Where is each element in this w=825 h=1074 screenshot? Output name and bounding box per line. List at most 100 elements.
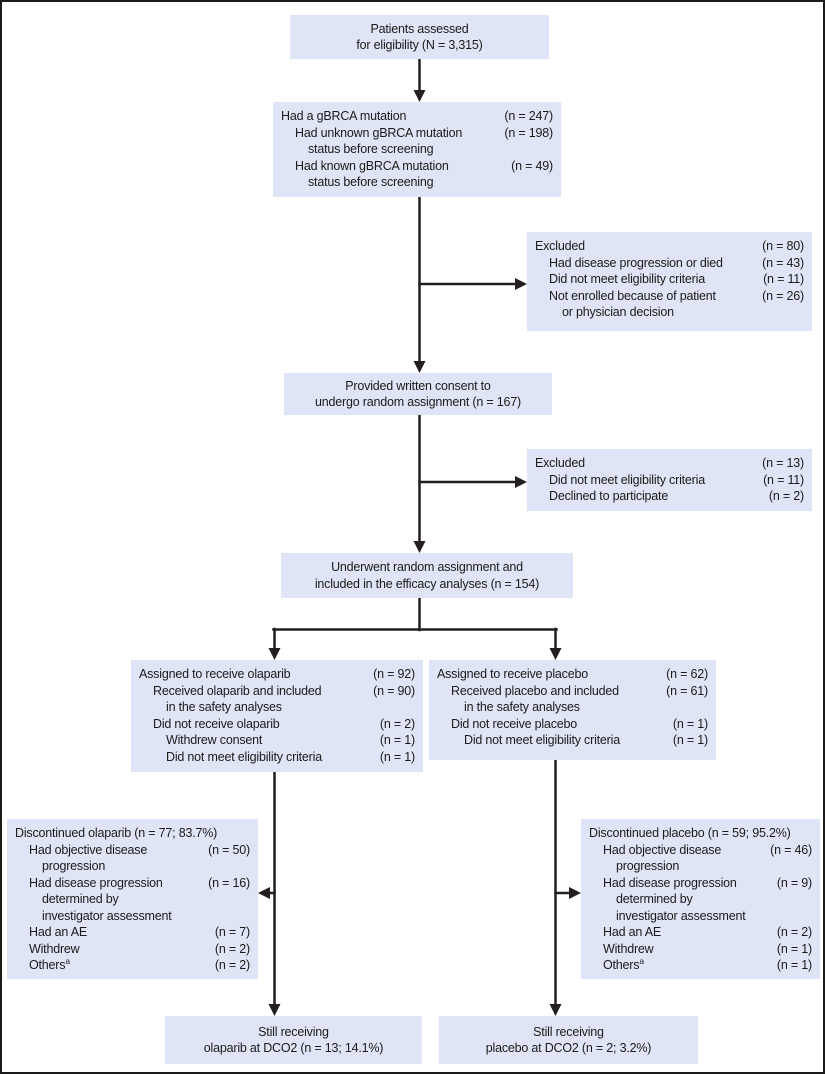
flow-row: Had known gBRCA mutation(n = 49) (281, 158, 553, 175)
row-count: (n = 13) (762, 456, 804, 470)
row-count: (n = 11) (763, 472, 804, 487)
row-label: determined by (42, 892, 119, 906)
flow-row: Othersa (n = 1) (589, 957, 812, 974)
arrow-down-icon (268, 1004, 281, 1016)
row-count: (n = 61) (666, 683, 708, 698)
arrow-down-icon (549, 648, 562, 660)
row-label: Did not meet eligibility criteria (549, 472, 705, 487)
box-excluded-prescreening: Excluded(n = 80) Had disease progression… (527, 232, 812, 331)
box-discontinued-olaparib: Discontinued olaparib (n = 77; 83.7%) Ha… (7, 819, 258, 979)
box-assigned-placebo: Assigned to receive placebo(n = 62) Rece… (429, 660, 716, 760)
row-label: Discontinued olaparib (n = 77; 83.7%) (15, 826, 218, 840)
row-label: Discontinued placebo (n = 59; 95.2%) (589, 826, 791, 840)
flow-row: investigator assessment (15, 908, 250, 925)
flow-row: Excluded (n = 80) (535, 238, 804, 255)
box-still-receiving-placebo: Still receiving placebo at DCO2 (n = 2; … (439, 1016, 698, 1064)
row-count: (n = 80) (762, 239, 804, 253)
row-label: Assigned to receive olaparib (139, 667, 291, 681)
row-label: Othersa (589, 957, 644, 974)
box-text-line: undergo random assignment (n = 167) (315, 395, 521, 409)
row-label: Had an AE (29, 925, 87, 939)
flow-row: Assigned to receive olaparib(n = 92) (139, 666, 415, 683)
footnote-marker: a (65, 955, 71, 966)
box-text-line: olaparib at DCO2 (n = 13; 14.1%) (203, 1041, 384, 1055)
row-label: Had objective disease (29, 842, 148, 857)
row-label: Withdrew (29, 941, 80, 956)
row-label: determined by (616, 892, 693, 906)
row-count: (n = 26) (762, 288, 804, 303)
flow-row: Withdrew(n = 2) (15, 941, 250, 958)
row-label: in the safety analyses (464, 700, 580, 714)
row-label: Received olaparib and included (153, 683, 322, 698)
flow-row: Had an AE (n = 7) (15, 924, 250, 941)
flow-row: status before screening (281, 141, 553, 158)
arrow-down-icon (413, 541, 426, 553)
row-label: Had disease progression (29, 875, 163, 890)
flow-row: determined by (589, 891, 812, 908)
flow-row: Assigned to receive placebo(n = 62) (437, 666, 708, 683)
box-excluded-preassignment: Excluded (n = 13) Did not meet eligibilit… (527, 449, 812, 511)
row-label: Did not receive placebo (451, 716, 578, 731)
box-discontinued-placebo: Discontinued placebo (n = 59; 95.2%) Had… (581, 819, 820, 979)
box-random-assignment: Underwent random assignment and included… (281, 553, 573, 598)
flow-row: status before screening (281, 174, 553, 191)
flow-row: investigator assessment (589, 908, 812, 925)
box-text-line: for eligibility (N = 3,315) (356, 38, 483, 52)
flow-row: Discontinued olaparib (n = 77; 83.7%) (15, 825, 250, 842)
row-label: Had disease progression (603, 875, 737, 890)
row-label: status before screening (308, 175, 434, 189)
row-count: (n = 1) (672, 733, 708, 747)
row-count: (n = 2) (214, 958, 250, 972)
flow-row: Excluded (n = 13) (535, 455, 804, 472)
row-count: (n = 1) (672, 716, 708, 731)
row-count: (n = 11) (763, 272, 804, 286)
row-label: Did not meet eligibility criteria (166, 749, 322, 764)
row-label: Not enrolled because of patient (549, 288, 716, 303)
flow-row: Othersa (n = 2) (15, 957, 250, 974)
row-count: (n = 16) (208, 875, 250, 890)
flow-row: Had an AE(n = 2) (589, 924, 812, 941)
row-label: Had objective disease (603, 842, 722, 857)
row-label: Did not meet eligibility criteria (549, 272, 705, 286)
flow-row: Withdrew consent(n = 1) (139, 732, 415, 749)
flow-row: Did not meet eligibility criteria(n = 1) (437, 732, 708, 749)
row-count: (n = 247) (504, 109, 553, 123)
row-label: Had unknown gBRCA mutation (295, 125, 463, 140)
row-count: (n = 2) (768, 489, 804, 503)
box-still-receiving-olaparib: Still receiving olaparib at DCO2 (n = 13… (165, 1016, 422, 1064)
row-label-text: Others (29, 958, 66, 972)
arrow-down-icon (413, 90, 426, 102)
row-count: (n = 1) (776, 958, 812, 972)
box-text-line: Provided written consent to (345, 378, 491, 393)
flow-row: in the safety analyses (437, 699, 708, 716)
box-text-line: Still receiving (258, 1024, 329, 1039)
row-label: Excluded (535, 239, 585, 253)
row-label: Received placebo and included (451, 683, 619, 698)
flow-row: Had unknown gBRCA mutation(n = 198) (281, 125, 553, 142)
row-label: Othersa (15, 957, 70, 974)
row-label: in the safety analyses (166, 700, 282, 714)
flow-row: Did not meet eligibility criteria (n = 11… (535, 271, 804, 288)
box-gbrca-mutation: Had a gBRCA mutation(n = 247) Had unknow… (273, 102, 561, 197)
row-count: (n = 9) (776, 875, 812, 890)
row-label: progression (42, 859, 106, 873)
row-count: (n = 7) (214, 925, 250, 939)
row-count: (n = 1) (379, 749, 415, 764)
arrow-left-icon (258, 887, 270, 899)
row-count: (n = 49) (511, 158, 553, 173)
box-written-consent: Provided written consent to undergo rand… (284, 373, 552, 415)
row-label: investigator assessment (42, 908, 172, 923)
footnote-marker: a (639, 955, 645, 966)
row-label: Excluded (535, 456, 585, 470)
flow-row: Had a gBRCA mutation(n = 247) (281, 108, 553, 125)
flow-row: Had disease progression (n = 9) (589, 875, 812, 892)
flow-row: Received placebo and included (n = 61) (437, 683, 708, 700)
box-patients-assessed: Patients assessed for eligibility (N = 3… (290, 15, 549, 59)
arrow-right-icon (515, 278, 527, 290)
flow-row: Withdrew(n = 1) (589, 941, 812, 958)
flow-row: Declined to participate(n = 2) (535, 488, 804, 505)
row-label: progression (616, 859, 680, 873)
box-text-line: included in the efficacy analyses (n = 1… (314, 576, 540, 591)
arrow-down-icon (268, 648, 281, 660)
